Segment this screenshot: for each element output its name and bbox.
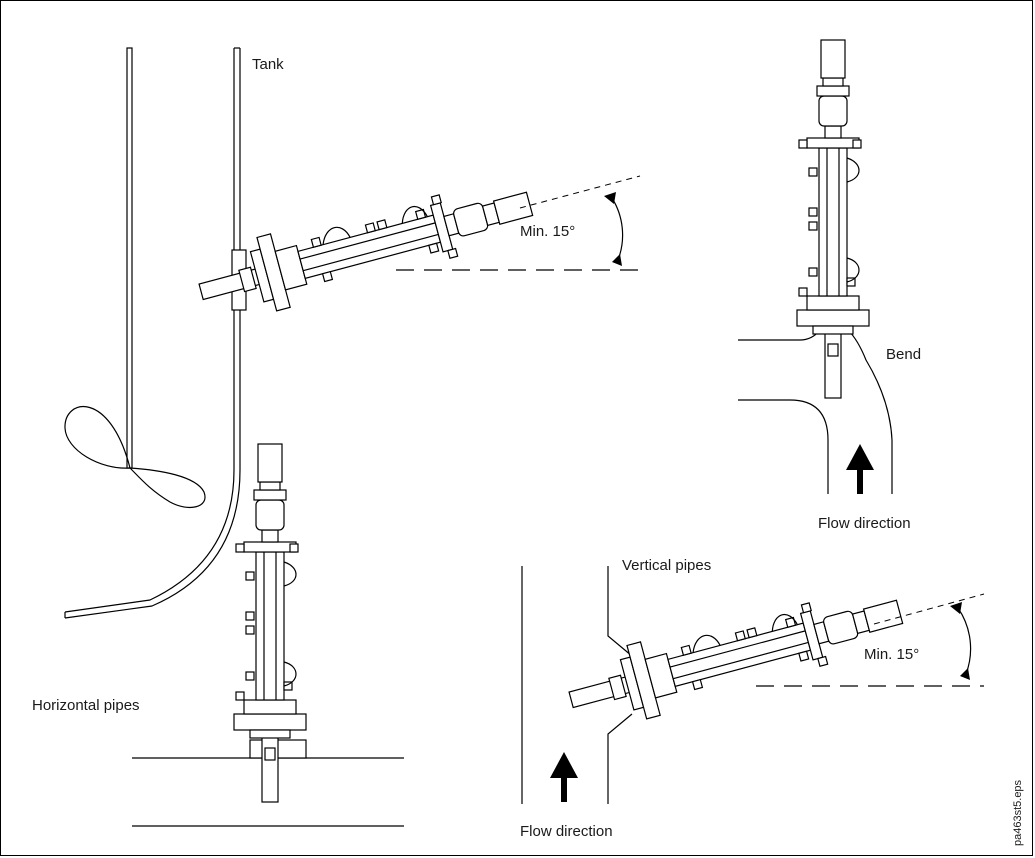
flow-direction-label-right: Flow direction (818, 515, 911, 532)
tank-label: Tank (252, 56, 284, 73)
tank-drawing (64, 47, 247, 619)
vertical-pipes-label: Vertical pipes (622, 557, 712, 574)
vertical-pipe-drawing (521, 566, 633, 804)
min-angle-label-top: Min. 15° (520, 223, 576, 240)
min-angle-label-bottom: Min. 15° (864, 646, 920, 663)
file-reference: pa463st5.eps (1012, 779, 1024, 846)
bend-drawing (738, 329, 893, 494)
vertical-pipe-assembly (560, 574, 910, 738)
flow-direction-label-bottom: Flow direction (520, 823, 613, 840)
min-angle-indicator-bottom (756, 593, 985, 687)
horizontal-pipes-label: Horizontal pipes (32, 697, 140, 714)
bend-label: Bend (886, 346, 922, 363)
min-angle-indicator-top (396, 175, 641, 271)
